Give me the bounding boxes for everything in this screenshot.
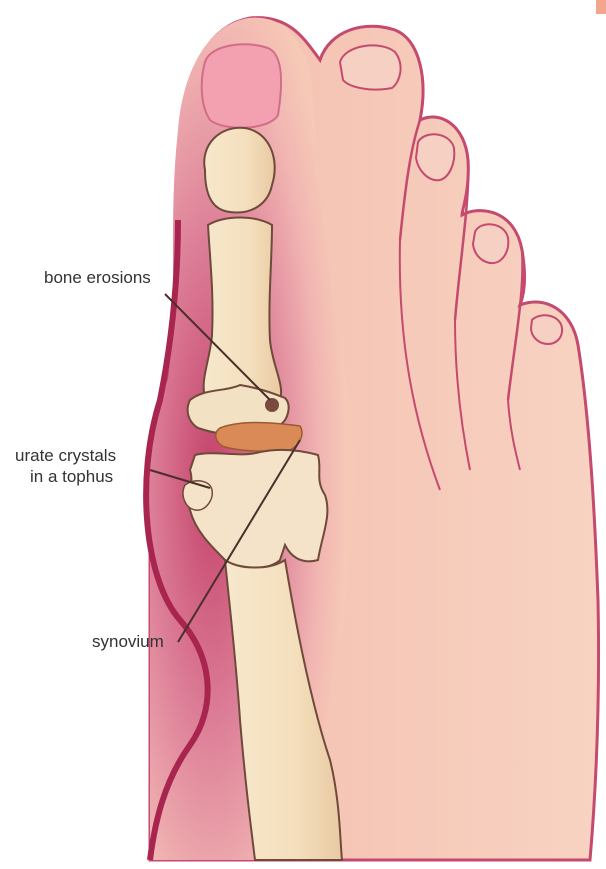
distal-phalanx	[204, 128, 274, 213]
label-bone-erosions: bone erosions	[44, 268, 151, 287]
fourth-toenail	[473, 224, 508, 263]
label-in-a-tophus: in a tophus	[30, 467, 113, 486]
second-toenail	[340, 45, 401, 89]
urate-crystal-deposit	[216, 423, 302, 452]
label-urate-crystals: urate crystals	[15, 446, 116, 465]
proximal-phalanx	[204, 218, 282, 406]
big-toenail	[202, 44, 281, 128]
erosion-dark-spot	[265, 398, 279, 412]
fifth-toenail	[531, 315, 562, 344]
label-synovium: synovium	[92, 632, 164, 651]
